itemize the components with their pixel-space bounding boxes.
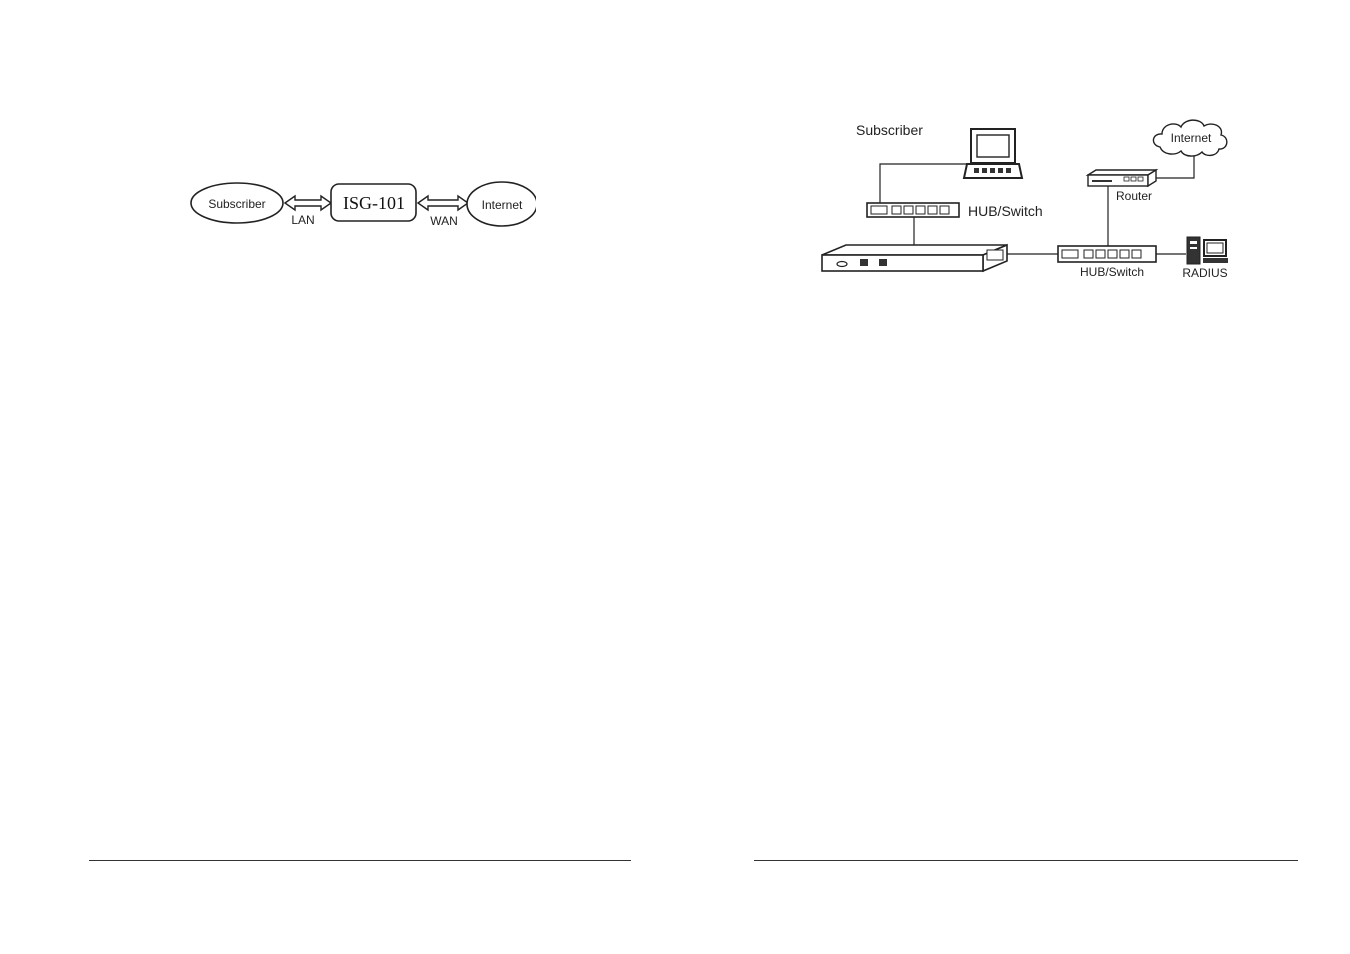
subscriber-label: Subscriber <box>208 197 265 211</box>
isg-device-icon <box>821 243 1008 273</box>
isg-101-label: ISG-101 <box>343 193 405 213</box>
right-page-footer-rule <box>754 860 1298 861</box>
internet-ellipse <box>466 181 536 227</box>
wan-label: WAN <box>430 214 458 228</box>
router-icon <box>1085 168 1159 188</box>
radius-label: RADIUS <box>1182 266 1227 280</box>
right-network-diagram: Subscriber <box>821 119 1228 280</box>
hub-switch-top-label: HUB/Switch <box>968 203 1043 219</box>
router-label: Router <box>1116 189 1152 203</box>
isg-101-box <box>330 183 417 222</box>
router-internet-link <box>1156 152 1195 179</box>
wan-double-arrow <box>416 194 470 212</box>
hub-switch-bottom-icon <box>1057 245 1157 263</box>
lan-label: LAN <box>291 213 314 227</box>
hub-switch-bottom-label: HUB/Switch <box>1080 265 1144 279</box>
internet-label: Internet <box>482 198 523 212</box>
left-network-diagram: Subscriber LAN ISG-101 WAN Internet <box>190 181 536 228</box>
left-page-footer-rule <box>89 860 631 861</box>
subscriber-caption: Subscriber <box>856 122 923 138</box>
internet-cloud-icon <box>1152 119 1228 157</box>
subscriber-ellipse <box>190 182 284 224</box>
radius-server-icon <box>1186 236 1228 265</box>
internet-cloud-label: Internet <box>1171 131 1212 145</box>
hub-switch-top-icon <box>866 202 960 218</box>
lan-double-arrow <box>283 194 333 212</box>
laptop-icon <box>962 128 1024 179</box>
laptop-hub-link <box>879 163 969 203</box>
